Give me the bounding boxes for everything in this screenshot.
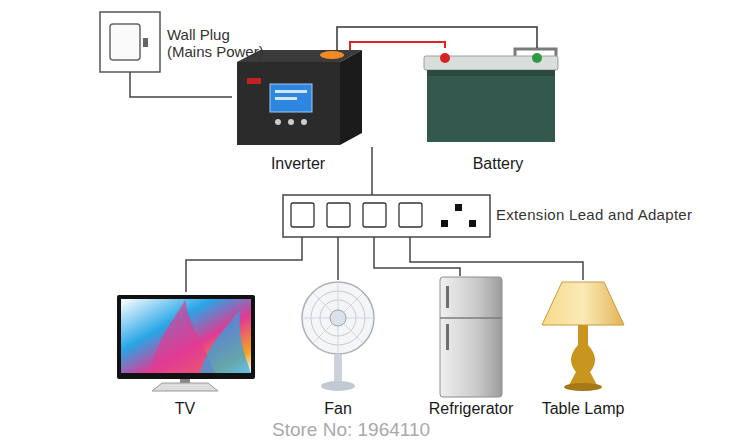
battery-label: Battery	[473, 155, 524, 173]
extension-lead-node: Extension Lead and Adapter	[283, 195, 490, 237]
inverter-illustration	[237, 50, 362, 145]
extension-lead-illustration	[283, 195, 490, 237]
battery-illustration	[440, 53, 450, 63]
power-wire	[186, 237, 302, 292]
extension-lead-illustration	[441, 220, 448, 227]
fan-node: Fan	[298, 280, 378, 392]
inverter-label: Inverter	[271, 155, 325, 173]
power-wire	[371, 147, 373, 195]
refrigerator-illustration	[440, 277, 502, 397]
battery-illustration	[532, 53, 542, 63]
inverter-illustration	[275, 119, 281, 125]
table-lamp-illustration	[542, 282, 624, 325]
table-lamp-illustration	[569, 325, 597, 385]
inverter-illustration	[270, 84, 312, 112]
table-lamp-label: Table Lamp	[542, 400, 625, 418]
tv-illustration	[117, 295, 255, 391]
battery-node: Battery	[420, 48, 562, 142]
fan-illustration	[330, 310, 346, 326]
inverter-illustration	[340, 50, 362, 145]
tv-node: TV	[117, 292, 255, 392]
refrigerator-node: Refrigerator	[440, 276, 502, 398]
watermark: Store No: 1964110	[272, 420, 430, 440]
inverter-illustration	[301, 119, 307, 125]
power-wire	[337, 27, 537, 50]
fan-illustration	[302, 282, 374, 391]
wall-plug-label: Wall Plug (Mains Power)	[167, 26, 271, 60]
wall-plug-node: Wall Plug (Mains Power)	[100, 12, 160, 72]
battery-illustration	[427, 70, 555, 142]
refrigerator-label: Refrigerator	[429, 400, 513, 418]
inverter-illustration	[237, 62, 340, 145]
power-wire	[410, 237, 583, 280]
table-lamp-node: Table Lamp	[540, 280, 626, 392]
extension-lead-illustration	[327, 203, 350, 227]
inverter-illustration	[288, 119, 294, 125]
table-lamp-illustration	[564, 383, 602, 391]
tv-illustration	[152, 383, 218, 391]
battery-illustration	[427, 70, 555, 76]
extension-lead-label: Extension Lead and Adapter	[496, 206, 692, 223]
tv-illustration	[117, 295, 255, 379]
wall-socket-icon	[143, 38, 148, 47]
extension-lead-illustration	[455, 204, 462, 211]
inverter-illustration	[320, 51, 344, 59]
tv-illustration	[180, 379, 190, 383]
inverter-illustration	[247, 78, 261, 84]
fan-illustration	[302, 282, 374, 354]
extension-lead-illustration	[469, 220, 476, 227]
extension-lead-illustration	[283, 195, 490, 237]
power-wire	[130, 72, 232, 97]
refrigerator-illustration	[440, 277, 502, 397]
wall-socket-icon	[110, 24, 140, 60]
refrigerator-illustration	[446, 286, 449, 308]
positive-wire	[350, 42, 445, 50]
power-wire	[374, 237, 460, 276]
table-lamp-illustration	[542, 282, 624, 391]
inverter-node: Inverter	[232, 50, 378, 147]
tv-illustration	[200, 310, 251, 373]
inverter-illustration	[275, 90, 307, 93]
wall-socket-icon	[100, 12, 160, 72]
battery-illustration	[424, 49, 558, 142]
refrigerator-illustration	[440, 317, 502, 319]
fan-illustration	[334, 354, 342, 384]
power-wire	[337, 237, 339, 280]
tv-label: TV	[175, 400, 195, 418]
fan-label: Fan	[324, 400, 352, 418]
extension-lead-illustration	[363, 203, 386, 227]
inverter-illustration	[275, 97, 297, 100]
extension-lead-illustration	[399, 203, 422, 227]
tv-illustration	[121, 299, 251, 373]
fan-illustration	[302, 282, 374, 354]
extension-lead-illustration	[291, 203, 314, 227]
wall-socket-icon	[100, 12, 160, 72]
refrigerator-illustration	[446, 324, 449, 350]
fan-illustration	[321, 381, 355, 391]
